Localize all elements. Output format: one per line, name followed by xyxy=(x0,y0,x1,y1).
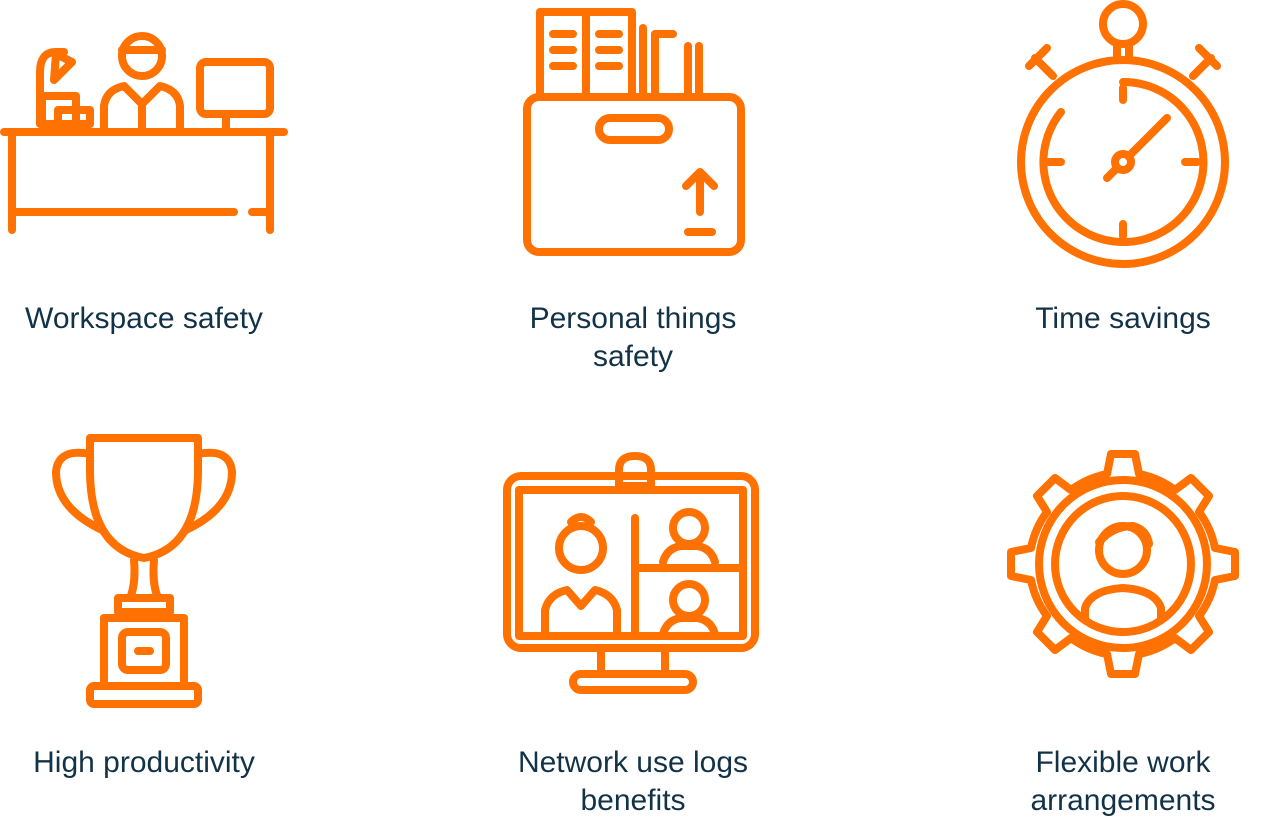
benefit-high-productivity: High productivity xyxy=(0,430,294,830)
benefit-label: Network use logs benefits xyxy=(517,746,749,817)
benefit-flexible-work: Flexible work arrangements xyxy=(973,430,1266,830)
storage-box-icon xyxy=(523,8,745,256)
desk-worker-icon xyxy=(0,32,288,234)
gear-person-icon xyxy=(1007,450,1239,678)
benefit-label: Time savings xyxy=(1035,302,1211,335)
benefit-label: Personal things safety xyxy=(529,302,737,373)
benefit-personal-things-safety: Personal things safety xyxy=(483,0,783,400)
benefit-label: High productivity xyxy=(33,746,255,779)
stopwatch-icon xyxy=(1017,0,1229,268)
benefit-network-use-logs: Network use logs benefits xyxy=(483,430,783,830)
trophy-icon xyxy=(52,434,236,708)
benefit-time-savings: Time savings xyxy=(973,0,1266,400)
benefit-workspace-safety: Workspace safety xyxy=(0,0,294,400)
video-conference-monitor-icon xyxy=(503,452,759,694)
benefit-label: Workspace safety xyxy=(25,302,263,335)
benefit-label: Flexible work arrangements xyxy=(1030,746,1216,817)
